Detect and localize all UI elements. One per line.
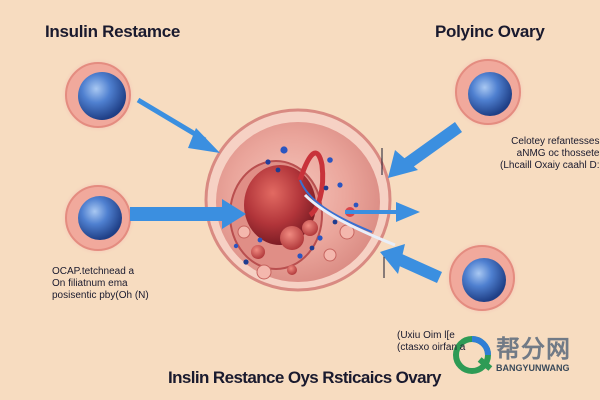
note-left-line-1: OCAP.tetchnead a — [52, 266, 135, 277]
arrow-top-left-to-center — [136, 97, 220, 153]
note-right: Celotey refantesses aNMG oc thossete (Lh… — [500, 136, 599, 172]
watermark-logo-icon — [453, 336, 493, 374]
note-right-line-3: (Lhcaill Oxaiy caahl D: — [500, 160, 600, 171]
cell-middle-left — [60, 180, 136, 256]
cell-top-left — [60, 57, 136, 133]
arrow-bottom-right-to-center — [380, 244, 442, 283]
arrows — [130, 97, 462, 283]
note-bottom: (Uxiu Oim l[e (ctasxo oirfan a — [397, 330, 465, 354]
arrow-middle-left-to-center — [130, 199, 246, 229]
note-bottom-line-2: (ctasxo oirfan a — [397, 342, 466, 353]
watermark-subtext: BANGYUNWANG — [496, 363, 570, 373]
note-right-line-2: aNMG oc thossete — [516, 148, 600, 159]
ovary-tissue — [204, 108, 396, 292]
title-polycystic-ovary: Polyinc Ovary — [435, 22, 545, 41]
title-insulin-resistance: Insulin Restamce — [45, 22, 181, 41]
note-bottom-line-1: (Uxiu Oim l[e — [397, 330, 455, 341]
note-left-line-2: On filiatnum ema — [52, 278, 128, 289]
bottom-caption: Inslin Restance Oys Rsticaics Ovary — [168, 368, 441, 387]
note-left: OCAP.tetchnead a On filiatnum ema posise… — [52, 266, 149, 302]
arrow-top-right-to-center — [388, 122, 462, 178]
cell-bottom-right — [444, 240, 520, 316]
watermark-text: 帮分网 — [496, 335, 571, 363]
watermark: 帮分网 BANGYUNWANG — [450, 325, 590, 385]
arrow-center-right-out — [345, 202, 420, 222]
note-left-line-3: posisentic pby(Oh (N) — [52, 290, 149, 301]
note-right-line-1: Celotey refantesses — [511, 136, 600, 147]
cell-top-right — [450, 54, 526, 130]
